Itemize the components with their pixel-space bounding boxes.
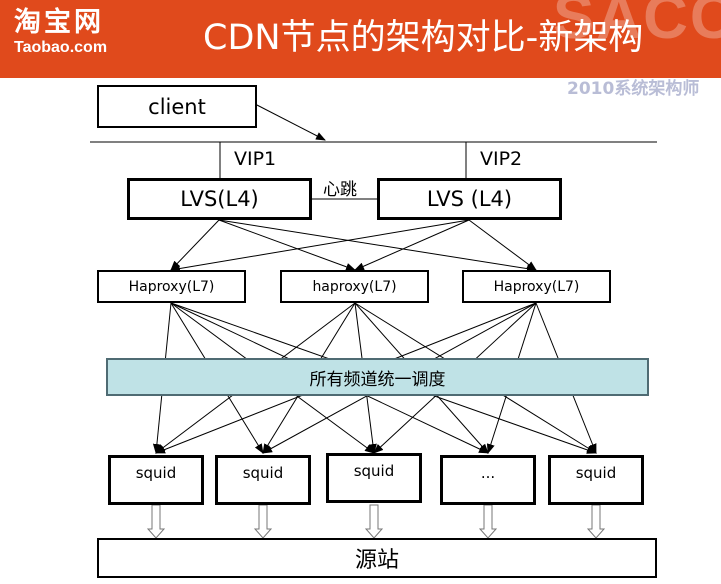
squid-box-5: squid bbox=[548, 455, 644, 505]
squid-to-origin-arrow bbox=[253, 504, 273, 539]
slide-title: CDN节点的架构对比-新架构 bbox=[203, 18, 644, 58]
haproxy-box-3: Haproxy(L7) bbox=[462, 270, 611, 303]
squid-to-origin-arrow bbox=[146, 504, 166, 539]
lvs-right-box: LVS (L4) bbox=[377, 178, 562, 220]
header-banner: 淘宝网 Taobao.com SACC CDN节点的架构对比-新架构 bbox=[0, 0, 721, 78]
client-arrow bbox=[254, 103, 326, 141]
lvs-to-haproxy-line bbox=[218, 219, 356, 271]
lvs-to-haproxy-line bbox=[468, 219, 537, 271]
squid-label: squid bbox=[353, 462, 395, 480]
scheduler-label: 所有频道统一调度 bbox=[309, 369, 446, 390]
squid-label: squid bbox=[242, 464, 284, 482]
taobao-logo: 淘宝网 Taobao.com bbox=[14, 8, 107, 58]
squid-box-3: squid bbox=[326, 453, 422, 503]
squid-box-2: squid bbox=[215, 455, 311, 505]
squid-box-1: squid bbox=[108, 455, 204, 505]
haproxy-label: Haproxy(L7) bbox=[128, 278, 215, 295]
lvs-to-haproxy-line bbox=[170, 219, 220, 271]
scheduler-bar: 所有频道统一调度 bbox=[106, 358, 649, 396]
client-box: client bbox=[97, 85, 257, 128]
haproxy-label: Haproxy(L7) bbox=[493, 278, 580, 295]
lvs-right-label: LVS (L4) bbox=[426, 187, 513, 211]
watermark-subtitle: 2010系统架构师 bbox=[567, 79, 700, 99]
lvs-left-box: LVS(L4) bbox=[127, 178, 312, 220]
origin-label: 源站 bbox=[354, 548, 399, 573]
haproxy-box-2: haproxy(L7) bbox=[280, 270, 429, 303]
vip2-label: VIP2 bbox=[480, 148, 523, 170]
haproxy-box-1: Haproxy(L7) bbox=[97, 270, 246, 303]
lvs-to-haproxy-line bbox=[354, 219, 470, 271]
logo-chinese: 淘宝网 bbox=[14, 7, 104, 38]
logo-english: Taobao.com bbox=[14, 39, 108, 56]
squid-label: ... bbox=[480, 464, 496, 482]
lvs-to-haproxy-line bbox=[170, 219, 470, 273]
squid-box-ellipsis: ... bbox=[440, 455, 536, 505]
haproxy-label: haproxy(L7) bbox=[312, 278, 397, 295]
squid-to-origin-arrow bbox=[478, 504, 498, 539]
squid-to-origin-arrow bbox=[586, 504, 606, 539]
squid-to-origin-arrow bbox=[364, 504, 384, 539]
sacc-watermark: SACC bbox=[553, 0, 721, 52]
lvs-left-label: LVS(L4) bbox=[180, 187, 259, 211]
squid-label: squid bbox=[575, 464, 617, 482]
lvs-to-haproxy-line bbox=[218, 219, 537, 273]
client-label: client bbox=[148, 94, 206, 119]
vip1-label: VIP1 bbox=[234, 148, 277, 170]
heartbeat-label: 心跳 bbox=[323, 180, 357, 200]
squid-label: squid bbox=[135, 464, 177, 482]
origin-box: 源站 bbox=[97, 538, 657, 578]
